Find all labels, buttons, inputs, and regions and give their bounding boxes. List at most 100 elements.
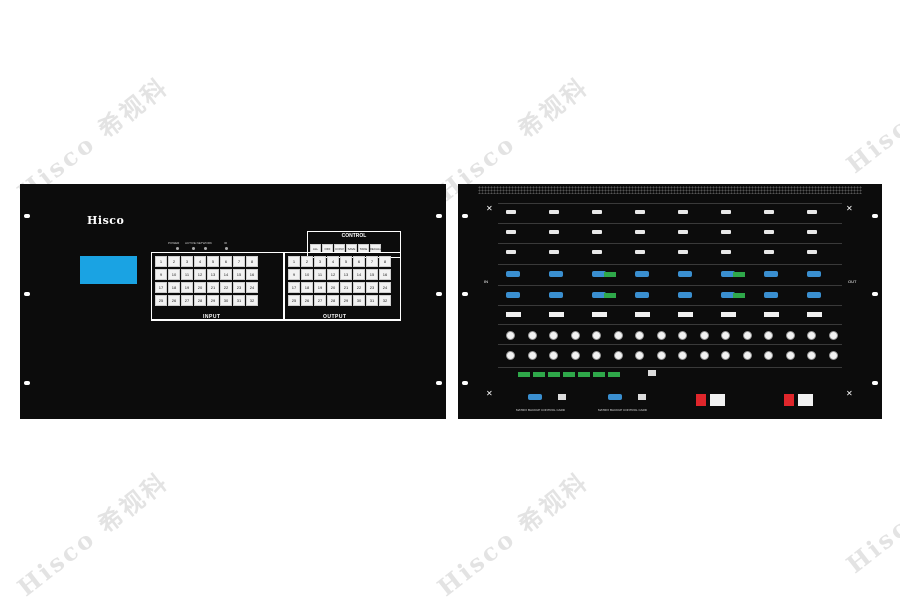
output-key[interactable]: 20 [327,282,339,293]
output-key[interactable]: 25 [288,295,300,306]
screw-icon: ✕ [846,389,853,398]
terminal-block [733,293,745,298]
input-key[interactable]: 15 [233,269,245,280]
output-key[interactable]: 1 [288,256,300,267]
output-key[interactable]: 15 [366,269,378,280]
terminal-block [604,272,616,277]
io-card-slot [498,223,842,242]
input-key[interactable]: 1 [155,256,167,267]
input-key[interactable]: 9 [155,269,167,280]
output-key[interactable]: 29 [340,295,352,306]
output-key[interactable]: 30 [353,295,365,306]
vga-port [635,292,649,298]
watermark-cn: 希视科 [92,71,175,144]
output-key[interactable]: 10 [301,269,313,280]
output-key[interactable]: 18 [301,282,313,293]
ethernet-port [638,394,646,400]
backup-card-label: MATRIX BACKUP CONTROL CARD [516,408,565,412]
bnc-port [592,351,601,360]
input-key[interactable]: 21 [207,282,219,293]
hdmi-port [764,210,774,214]
input-key[interactable]: 5 [207,256,219,267]
output-key[interactable]: 8 [379,256,391,267]
bnc-port [807,351,816,360]
output-key[interactable]: 2 [301,256,313,267]
output-key[interactable]: 9 [288,269,300,280]
input-key[interactable]: 19 [181,282,193,293]
input-key[interactable]: 16 [246,269,258,280]
input-key[interactable]: 10 [168,269,180,280]
output-key[interactable]: 11 [314,269,326,280]
output-key[interactable]: 31 [366,295,378,306]
output-key[interactable]: 32 [379,295,391,306]
input-key[interactable]: 2 [168,256,180,267]
input-key[interactable]: 22 [220,282,232,293]
input-key[interactable]: 26 [168,295,180,306]
vga-port [678,271,692,277]
output-key[interactable]: 19 [314,282,326,293]
output-key[interactable]: 26 [301,295,313,306]
dvi-port [807,312,822,317]
output-key[interactable]: 23 [366,282,378,293]
serial-port [528,394,542,400]
io-card-slot [498,264,842,283]
input-key[interactable]: 30 [220,295,232,306]
output-key[interactable]: 24 [379,282,391,293]
output-key[interactable]: 28 [327,295,339,306]
input-key[interactable]: 6 [220,256,232,267]
input-key[interactable]: 32 [246,295,258,306]
dvi-port [592,312,607,317]
input-key[interactable]: 25 [155,295,167,306]
dvi-port [549,312,564,317]
output-key[interactable]: 3 [314,256,326,267]
input-key[interactable]: 8 [246,256,258,267]
power-switch[interactable] [784,394,794,406]
input-key[interactable]: 13 [207,269,219,280]
output-key[interactable]: 4 [327,256,339,267]
output-key[interactable]: 27 [314,295,326,306]
output-key[interactable]: 14 [353,269,365,280]
bnc-port [785,351,795,360]
mount-hole [462,381,468,385]
input-key[interactable]: 7 [233,256,245,267]
input-key[interactable]: 31 [233,295,245,306]
input-key[interactable]: 23 [233,282,245,293]
input-key[interactable]: 20 [194,282,206,293]
bnc-port [721,331,730,340]
input-key[interactable]: 27 [181,295,193,306]
input-key[interactable]: 29 [207,295,219,306]
output-key[interactable]: 12 [327,269,339,280]
led-label-network: ACTIVE NETWORK [185,241,213,245]
output-key[interactable]: 7 [366,256,378,267]
bnc-port [678,331,687,340]
output-key[interactable]: 22 [353,282,365,293]
ir-led [225,247,228,250]
bnc-port [678,351,687,360]
output-key[interactable]: 16 [379,269,391,280]
input-key[interactable]: 28 [194,295,206,306]
input-key[interactable]: 14 [220,269,232,280]
bnc-port [635,331,644,340]
vga-port [721,292,735,298]
input-key[interactable]: 18 [168,282,180,293]
input-key[interactable]: 4 [194,256,206,267]
input-key[interactable]: 17 [155,282,167,293]
watermark-text: Hisco [431,523,522,602]
lcd-display [80,256,137,284]
hdmi-port [506,230,516,234]
hdmi-port [592,250,602,254]
led-label-ir: IR [224,241,227,245]
input-key[interactable]: 11 [181,269,193,280]
input-key[interactable]: 12 [194,269,206,280]
power-socket [710,394,725,406]
ethernet-port [558,394,566,400]
hdmi-port [506,210,516,214]
output-key[interactable]: 13 [340,269,352,280]
output-key[interactable]: 6 [353,256,365,267]
output-key[interactable]: 17 [288,282,300,293]
input-key[interactable]: 3 [181,256,193,267]
output-key[interactable]: 21 [340,282,352,293]
power-switch[interactable] [696,394,706,406]
output-key[interactable]: 5 [340,256,352,267]
input-key[interactable]: 24 [246,282,258,293]
